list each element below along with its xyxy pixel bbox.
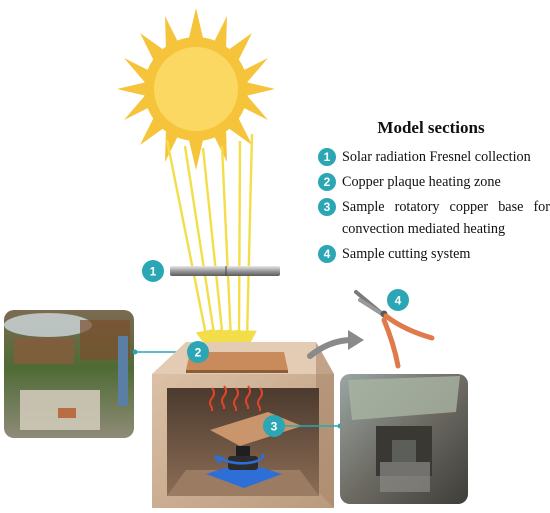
legend-item: 2 Copper plaque heating zone (318, 171, 550, 193)
pliers-icon (354, 290, 435, 369)
badge-1: 1 (142, 260, 164, 282)
svg-text:4: 4 (395, 294, 402, 308)
svg-text:1: 1 (150, 265, 157, 279)
badge-2: 2 (187, 341, 209, 363)
badge-4: 4 (387, 289, 409, 311)
photo-field-setup (4, 310, 134, 438)
rotation-arrow-icon (213, 453, 265, 465)
sun-rays (165, 133, 257, 350)
photo-device-interior (340, 374, 468, 504)
rotatory-base (206, 462, 282, 488)
legend-item-label: Sample rotatory copper base for convecti… (342, 199, 550, 237)
legend-number-badge: 4 (318, 245, 336, 263)
badge-3: 3 (263, 415, 285, 437)
legend-item: 4 Sample cutting system (318, 243, 550, 265)
legend: Model sections 1 Solar radiation Fresnel… (318, 118, 550, 268)
legend-item: 3 Sample rotatory copper base for convec… (318, 196, 550, 240)
legend-number-badge: 3 (318, 198, 336, 216)
sun-icon (117, 8, 275, 170)
svg-text:2: 2 (195, 346, 202, 360)
fresnel-lens-icon (170, 266, 280, 276)
heat-waves-icon (209, 385, 263, 411)
legend-number-badge: 2 (318, 173, 336, 191)
legend-item-label: Solar radiation Fresnel collection (342, 149, 531, 165)
copper-plaque (186, 352, 288, 373)
legend-item-label: Copper plaque heating zone (342, 174, 501, 190)
legend-item-label: Sample cutting system (342, 246, 471, 262)
svg-text:3: 3 (271, 420, 278, 434)
legend-title: Model sections (377, 118, 485, 137)
legend-number-badge: 1 (318, 148, 336, 166)
legend-item: 1 Solar radiation Fresnel collection (318, 146, 550, 168)
curved-arrow-icon (307, 330, 364, 359)
